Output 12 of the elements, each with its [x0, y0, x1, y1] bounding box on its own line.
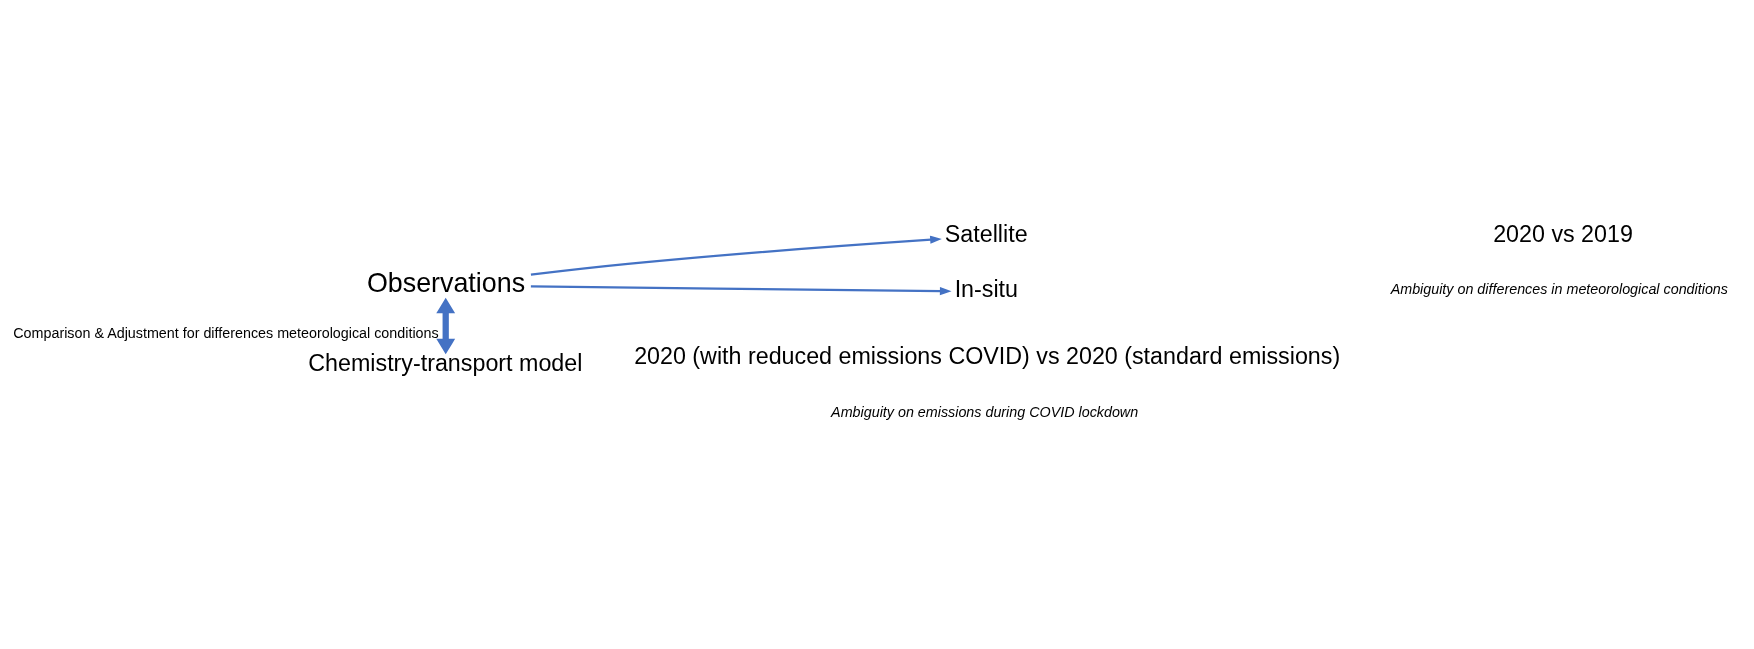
edge-label: Comparison & Adjustment for differences meteorological conditions [13, 324, 439, 341]
arrow [530, 235, 942, 276]
label: 2020 vs 2019 [1493, 220, 1633, 247]
arrow [530, 284, 952, 295]
label: Ambiguity on differences in meteorological conditions [1390, 280, 1728, 297]
node-text: In-situ [954, 275, 1019, 302]
label: 2020 (with reduced emissions COVID) vs 2020 (standard emissions) [634, 342, 1341, 369]
label: Ambiguity on emissions during COVID lockdown [831, 403, 1139, 420]
node-text: Chemistry-transport model [308, 349, 583, 376]
node-text: Satellite [944, 220, 1028, 247]
node-text: Observations [366, 267, 526, 298]
arrow [436, 297, 456, 354]
